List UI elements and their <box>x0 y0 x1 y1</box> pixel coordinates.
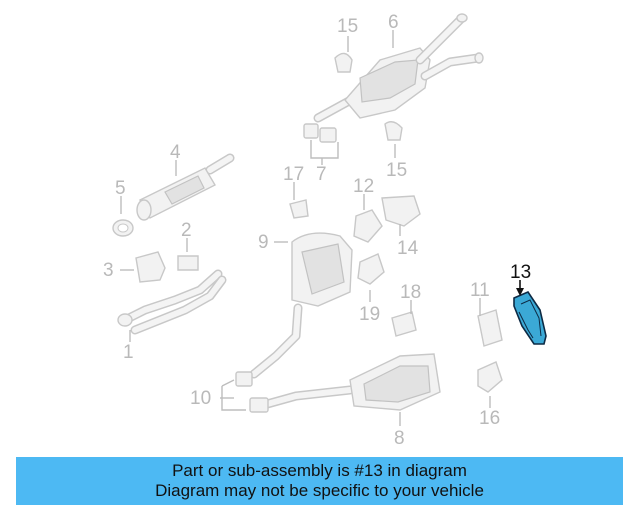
part-5-gasket <box>112 196 134 237</box>
callout-7: 7 <box>316 164 327 185</box>
callout-6: 6 <box>388 12 399 33</box>
part-9-center-muffler <box>249 232 353 379</box>
callout-12: 12 <box>353 176 374 197</box>
part-15-hanger-lower <box>384 121 403 158</box>
callout-2: 2 <box>181 220 192 241</box>
callout-13: 13 <box>510 262 531 283</box>
part-19-bracket <box>357 253 385 302</box>
part-14-heat-shield <box>381 195 421 236</box>
part-17-hanger <box>289 182 309 219</box>
part-15-hanger-upper <box>334 36 353 73</box>
part-6-rear-muffler-assembly <box>313 13 484 123</box>
callout-15-upper: 15 <box>337 16 358 37</box>
part-11-mount <box>477 298 503 347</box>
banner-line-disclaimer: Diagram may not be specific to your vehi… <box>155 481 484 500</box>
callout-4: 4 <box>170 142 181 163</box>
callout-18: 18 <box>400 282 421 303</box>
callout-5: 5 <box>115 178 126 199</box>
callout-10: 10 <box>190 388 211 409</box>
part-8-rear-muffler <box>255 353 441 426</box>
callout-15-lower: 15 <box>386 160 407 181</box>
part-10-clamps <box>220 371 269 413</box>
callout-1: 1 <box>123 342 134 363</box>
callout-8: 8 <box>394 428 405 449</box>
part-16-bracket <box>477 361 503 408</box>
callout-14: 14 <box>397 238 419 259</box>
callout-11: 11 <box>470 280 490 301</box>
part-7-clamps <box>303 123 339 165</box>
part-2-bracket <box>177 238 199 271</box>
part-1-front-pipe <box>117 269 227 342</box>
part-13-highlighted-heat-shield <box>513 280 547 345</box>
callout-3: 3 <box>103 260 114 281</box>
callout-16: 16 <box>479 408 500 429</box>
callout-19: 19 <box>359 304 380 325</box>
part-18-hanger <box>391 300 417 337</box>
banner-line-part: Part or sub-assembly is #13 in diagram <box>172 461 467 480</box>
info-banner: Part or sub-assembly is #13 in diagram D… <box>16 457 623 505</box>
callout-17: 17 <box>283 164 304 185</box>
exhaust-parts-diagram: 1 2 3 4 5 6 7 8 9 10 11 12 13 14 15 15 1… <box>103 12 547 449</box>
part-4-catalytic-pipe <box>136 153 235 221</box>
part-3-mount <box>120 251 166 283</box>
part-12-bracket <box>353 194 383 243</box>
callout-9: 9 <box>258 232 269 253</box>
